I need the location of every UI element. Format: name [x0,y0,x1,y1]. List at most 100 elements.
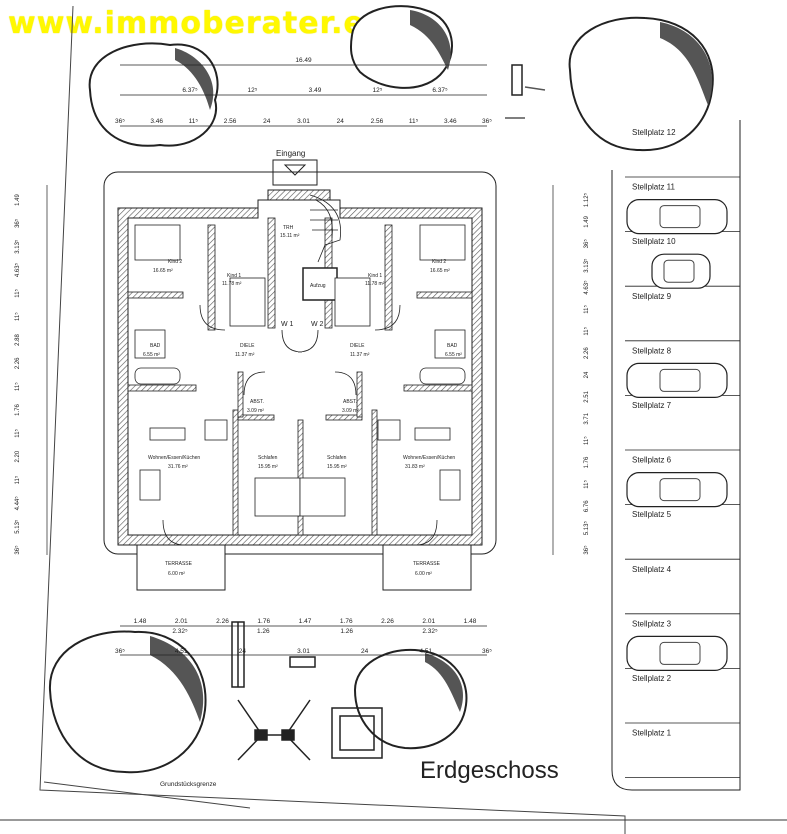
dimension-label: 11⁵ [583,436,590,445]
dimension-label: 2.56 [224,118,237,125]
dimension-label: 24 [584,371,590,378]
dimension-label: 11⁵ [583,480,590,489]
parked-car [626,199,728,235]
right-terrasse-name: TERRASSE [413,561,441,567]
entrance: Eingang [272,149,318,186]
dimension-label: 24 [337,118,345,125]
parking-label: Stellplatz 11 [632,183,676,192]
tree-top-left [88,42,219,147]
dimension-label: 1.26 [257,628,270,635]
dimension-label: 1.76 [340,618,353,625]
dimension-label: 1.76 [15,404,21,416]
parking-label: Stellplatz 2 [632,674,672,683]
dimension-label: 5.13⁵ [14,519,21,534]
left-terrasse-name: TERRASSE [165,561,193,567]
dimension-label: 2.20 [15,450,21,462]
tree-bottom-left [48,630,207,774]
tree-top-right [568,16,714,152]
dimension-label: 2.01 [175,618,188,625]
dimension-label: 36⁵ [583,239,590,249]
right-schlafen-area: 15.95 m² [327,464,347,470]
dimension-label: 6.37⁵ [432,87,448,94]
dimension-label: 2.56 [371,118,384,125]
left-schlafen-name: Schlafen [258,455,278,461]
property-boundary [0,5,787,834]
right-kind1-name: Kind 1 [368,273,382,279]
left-diele-area: 11.37 m² [235,352,255,358]
parked-car [626,362,728,398]
dimension-label: 4.51 [175,648,188,655]
dimension-label: 36⁵ [482,118,492,125]
dimension-label: 1.49 [15,194,21,206]
parking-label: Stellplatz 5 [632,510,672,519]
dimension-label: 11⁵ [409,118,419,125]
tree-top-middle [350,5,453,89]
parking-label: Stellplatz 6 [632,456,672,465]
right-abst-name: ABST. [343,399,357,405]
dimension-label: 1.76 [584,456,590,468]
stair-name: TRH [283,225,294,231]
dimension-label: 3.01 [297,648,310,655]
dimension-label: 11⁵ [14,428,21,437]
dimension-label: 36⁵ [482,648,492,655]
right-diele-area: 11.37 m² [350,352,370,358]
playground-equipment [231,64,546,761]
dimension-label: 2.51 [584,390,590,402]
dimension-label: 11⁵ [14,382,21,391]
dimension-label: 36⁵ [14,218,21,228]
parking-label: Stellplatz 3 [632,619,672,628]
parking-label: Stellplatz 4 [632,565,672,574]
parking-label: Stellplatz 8 [632,346,672,355]
right-diele-name: DIELE [350,343,365,349]
left-abst-area: 3.09 m² [247,408,264,414]
left-bad-name: BAD [150,343,161,349]
right-terrasse-area: 6.00 m² [415,571,432,577]
dimension-label: 24 [361,648,369,655]
dimension-label: 3.01 [297,118,310,125]
parking-label: Stellplatz 7 [632,401,672,410]
dimension-label: 4.44⁵ [14,496,21,511]
dimension-label: 3.71 [584,412,590,424]
dimension-label: 11⁵ [189,118,199,125]
left-bad-area: 6.55 m² [143,352,160,358]
dimension-label: 12⁵ [248,87,258,94]
dimension-lines [46,64,554,656]
room-labels: TRH 15.11 m² Aufzug W 1 W 2 Kind 2 16.65… [143,225,462,577]
left-terrasse-area: 6.00 m² [168,571,185,577]
right-schlafen-name: Schlafen [327,455,347,461]
dimension-label: 12⁵ [373,87,383,94]
dimension-label: 2.88 [15,334,21,346]
left-wohnen-area: 31.76 m² [168,464,188,470]
left-diele-name: DIELE [240,343,255,349]
dimension-label: 2.26 [584,347,590,359]
dimension-label: 1.26 [340,628,353,635]
parking-label: Stellplatz 10 [632,237,676,246]
dimension-label: 3.46 [150,118,163,125]
dimension-label: 24 [239,648,247,655]
dimension-label: 2.01 [422,618,435,625]
parked-car [651,253,711,289]
dimension-label: 11⁵ [14,475,21,484]
parking-label: Stellplatz 1 [632,729,672,738]
dimension-label: 11⁵ [583,326,590,335]
dimension-label: 3.49 [309,87,322,94]
dimension-label: 36⁵ [583,545,590,555]
dimension-label: 1.49 [584,215,590,227]
right-bad-area: 6.55 m² [445,352,462,358]
dimension-label: 2.26 [381,618,394,625]
left-kind1-name: Kind 1 [227,273,241,279]
dimension-label: 24 [263,118,271,125]
parking-label: Stellplatz 9 [632,292,672,301]
parking-label: Stellplatz 12 [632,128,676,137]
dimension-label: 2.32⁵ [422,628,438,635]
elevator-label: Aufzug [310,283,326,289]
watermark-text: www.immoberater.eu [8,6,388,41]
parked-car [626,472,728,508]
right-wohnen-area: 31.83 m² [405,464,425,470]
w2-label: W 2 [311,321,324,328]
right-kind2-name: Kind 2 [432,259,446,265]
left-wohnen-name: Wohnen/Essen/Küchen [148,455,200,461]
right-abst-area: 3.09 m² [342,408,359,414]
dimension-label: 36⁵ [115,118,125,125]
